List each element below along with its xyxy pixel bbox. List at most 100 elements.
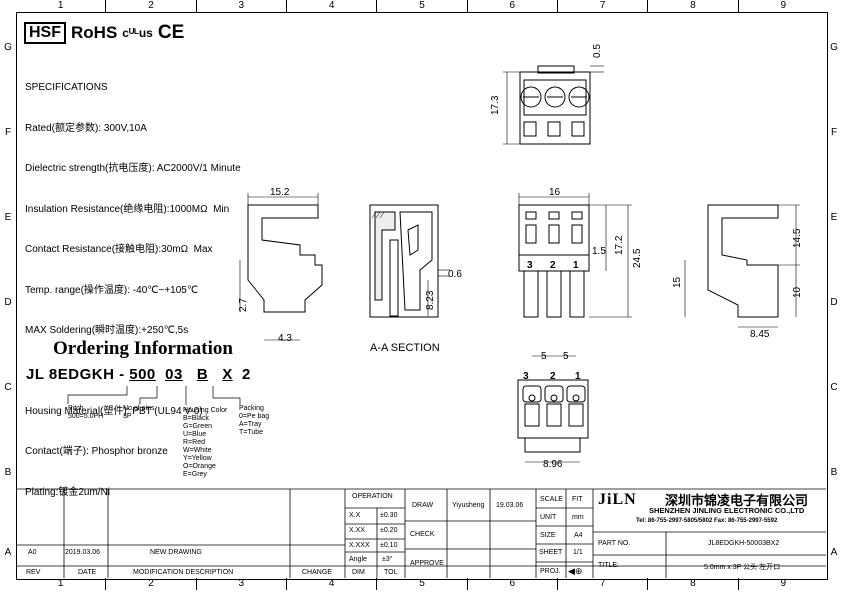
side-view: [239, 193, 323, 341]
tb-part-no-label: PART NO.: [598, 540, 631, 547]
tb-tol-value: ±0.10: [380, 542, 398, 549]
tb-tol-label: X.XX: [349, 527, 365, 534]
dim-front-24-5: 24.5: [632, 248, 643, 268]
spec-line: Insulation Resistance(绝缘电阻):1000MΩ Min: [25, 203, 230, 215]
tb-draw-date: 19.03.06: [496, 502, 524, 509]
ordering-pins-note: No.of pins 3P: [123, 405, 155, 420]
dim-bottom-pitch2: 5: [563, 351, 569, 362]
top-view: [503, 65, 604, 145]
ordering-packing-note: Packing 0=Pe bag A=Tray T=Tube: [239, 405, 270, 436]
company-name-cn: 深圳市锦凌电子有限公司: [665, 493, 809, 508]
tb-title: 5.0mm x 3P 公头 左开口: [704, 564, 781, 571]
tb-draw: DRAW: [412, 502, 434, 509]
ordering-color-note: Housing Color B=Black G=Green U=Blue R=R…: [183, 407, 228, 478]
spec-line: Contact Resistance(接触电阻):30mΩ Max: [25, 244, 213, 255]
tb-scale-val: FIT: [572, 496, 583, 503]
tb-tol-value: ±3°: [382, 556, 393, 563]
tb-operation: OPERATION: [352, 493, 393, 500]
dim-front-17-2: 17.2: [614, 235, 625, 255]
tb-tol-label: Angle: [349, 556, 367, 563]
tb-size-val: A4: [574, 532, 583, 539]
date-header: DATE: [78, 569, 97, 576]
spec-line: Dielectric strength(抗电压度): AC2000V/1 Min…: [25, 163, 241, 174]
dim-bottom-pitch1: 5: [541, 351, 547, 362]
pn-packing: 2: [242, 366, 251, 383]
spec-line: MAX Soldering(瞬时温度):+250℃,5s: [25, 325, 189, 336]
hsf-logo: HSF: [24, 22, 66, 44]
tb-tol-label: X.XXX: [349, 542, 370, 549]
spec-line: Rated(额定参数): 300V,10A: [25, 122, 147, 134]
spec-line: Housing Material(塑件): PBT (UL94 V-0): [25, 405, 203, 417]
dim-right-15: 15: [672, 276, 683, 288]
company-logo: JiLN: [598, 491, 637, 508]
tb-sheet-val: 1/1: [573, 549, 583, 556]
pn-x: X: [222, 366, 233, 383]
rev-row-desc: NEW DRAWING: [150, 549, 202, 556]
rev-row-rev: A0: [28, 549, 37, 556]
tb-approve: APPROVE: [410, 560, 444, 567]
tb-tol-value: ±0.20: [380, 527, 398, 534]
pn-color: B: [196, 366, 209, 383]
dim-top-height: 17.3: [490, 95, 501, 115]
tb-unit: UNIT: [540, 514, 557, 521]
ul-logo: cᵁᴸus: [122, 26, 153, 40]
tb-tol: TOL: [384, 569, 398, 576]
tb-tol-label: X.X: [349, 512, 361, 519]
rohs-logo: RoHS: [71, 23, 118, 42]
bottom-pin-label-1: 1: [575, 371, 581, 382]
ordering-title: Ordering Information: [53, 338, 233, 359]
ce-logo: CE: [157, 22, 185, 43]
spec-heading: SPECIFICATIONS: [25, 82, 108, 93]
dim-side-bottom: 2.7: [238, 298, 249, 312]
tb-dim: DIM: [352, 569, 365, 576]
pin-label-3: 3: [527, 260, 533, 271]
tb-check: CHECK: [410, 531, 435, 538]
dim-side-width: 15.2: [270, 187, 290, 198]
ordering-pitch-note: Pitch 500=5.0PH: [68, 405, 104, 420]
tb-proj: PROJ.: [540, 568, 561, 575]
tb-sheet: SHEET: [539, 549, 563, 556]
pn-prefix: JL 8EDGKH -: [26, 366, 130, 383]
spec-line: Plating:镀金2um/Ni: [25, 486, 111, 498]
front-view: [518, 193, 632, 318]
dim-right-10: 10: [792, 286, 803, 298]
tb-tol-value: ±0.30: [380, 512, 398, 519]
tb-part-no: JL8EDGKH-50003BX2: [708, 540, 780, 547]
rev-row-date: 2019.03.06: [65, 549, 101, 556]
dim-right-8-45: 8.45: [750, 329, 770, 340]
bottom-view: [517, 355, 589, 463]
tb-title-label: TITLE:: [598, 562, 620, 569]
pn-pins: 03: [165, 366, 183, 383]
spec-line: Contact(端子): Phosphor bronze: [25, 446, 168, 457]
spec-line: Temp. range(操作温度): -40℃~+105℃: [25, 284, 199, 296]
right-view: [684, 204, 800, 328]
bottom-pin-label-3: 3: [523, 371, 529, 382]
dim-right-14-5: 14.5: [792, 228, 803, 248]
company-tel: Tel: 86-755-2997-5805/5802 Fax: 86-755-2…: [636, 518, 778, 524]
dim-front-width: 16: [549, 187, 561, 198]
dim-bottom-width: 8.96: [543, 459, 563, 470]
cert-logos: HSF RoHS cᵁᴸus CE: [24, 22, 184, 44]
desc-header: MODIFICATION DESCRIPTION: [133, 569, 234, 576]
pin-label-2: 2: [550, 260, 556, 271]
dim-section-height: 8.23: [425, 290, 436, 310]
company-name-en: SHENZHEN JINLING ELECTRONIC CO.,LTD: [649, 506, 805, 515]
pn-pitch: 500: [129, 366, 156, 383]
tb-drawer: Yiyusheng: [452, 502, 485, 509]
dim-front-1-5: 1.5: [592, 246, 606, 257]
pin-label-1: 1: [573, 260, 579, 271]
specifications-block: SPECIFICATIONS Rated(额定参数): 300V,10A Die…: [25, 54, 241, 513]
dim-section-gap: 0.6: [448, 269, 462, 280]
rev-header: REV: [26, 569, 41, 576]
section-view: [369, 204, 450, 318]
tb-size: SIZE: [540, 532, 556, 539]
section-label: A-A SECTION: [370, 342, 440, 354]
change-header: CHANGE: [302, 569, 332, 576]
